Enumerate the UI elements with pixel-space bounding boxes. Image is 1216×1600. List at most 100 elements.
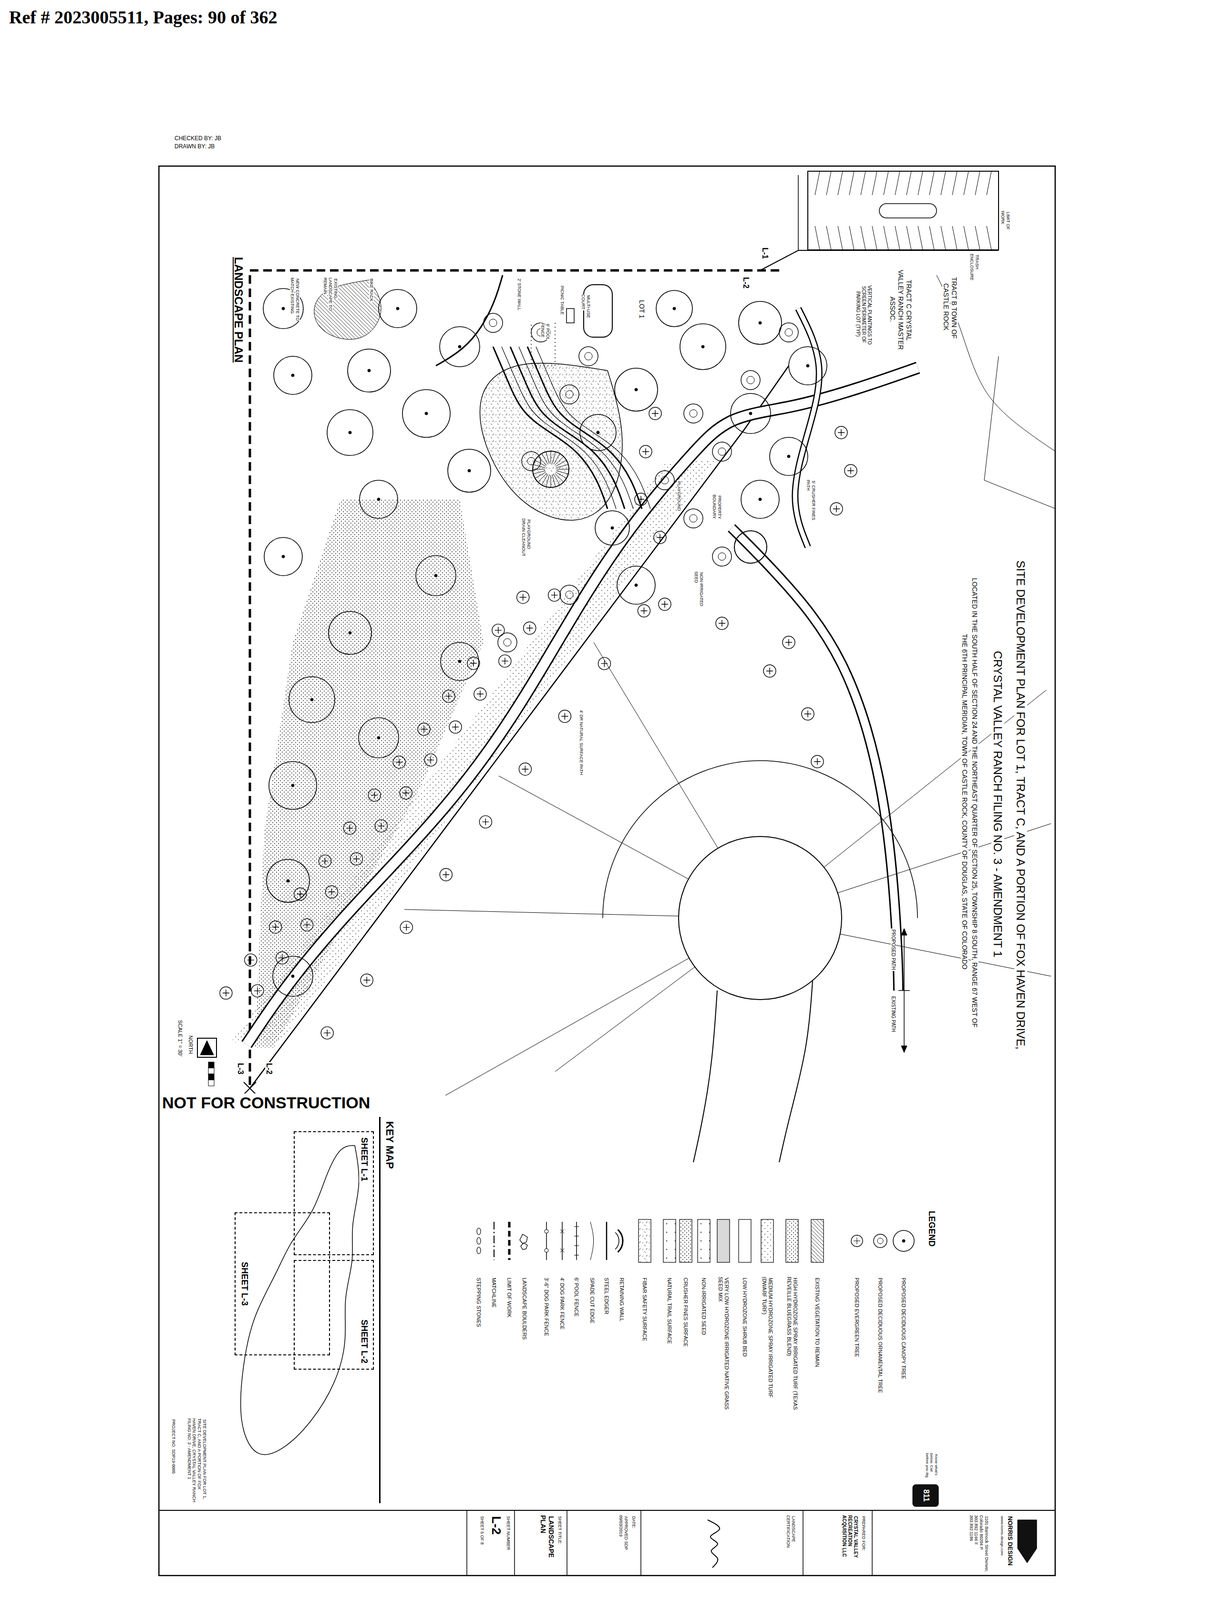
sheet-title: SITE DEVELOPMENT PLAN FOR LOT 1, TRACT C… bbox=[991, 559, 1028, 1050]
evergreen-tree bbox=[439, 868, 453, 881]
legend-row: 6' POOL FENCE bbox=[573, 1276, 580, 1415]
fibar-playground-surface bbox=[479, 362, 622, 520]
canopy-tree bbox=[769, 437, 808, 476]
parking-stall bbox=[952, 171, 958, 196]
tree-trunk bbox=[396, 307, 400, 310]
picnic-table bbox=[566, 308, 575, 323]
canopy-tree bbox=[359, 480, 398, 519]
note-label: SHEET NUMBER bbox=[505, 1514, 511, 1551]
legend-text: PROPOSED DECIDUOUS CANOPY TREE bbox=[901, 1276, 907, 1381]
title-strip-divider bbox=[466, 1510, 468, 1577]
heading-label: L-2 bbox=[489, 1514, 504, 1536]
label-box: PLAYGROUND DRAIN CLEANOUT bbox=[520, 518, 532, 562]
canopy-tree bbox=[579, 414, 617, 451]
evergreen-mark bbox=[254, 987, 261, 995]
label-box: 2' STONE WALL bbox=[516, 277, 522, 312]
ornamental-tree bbox=[531, 322, 551, 342]
evergreen-tree bbox=[782, 636, 795, 649]
evergreen-mark bbox=[561, 712, 568, 720]
natural-path-edge bbox=[246, 367, 918, 1045]
evergreen-tree bbox=[449, 720, 462, 733]
evergreen-tree bbox=[474, 687, 487, 701]
legend-swatch bbox=[761, 1219, 774, 1263]
path-arrowhead bbox=[901, 1045, 907, 1053]
canopy-tree bbox=[595, 510, 630, 546]
evergreen-tree bbox=[392, 755, 406, 769]
legend-text: 6' POOL FENCE bbox=[574, 1276, 580, 1318]
crusher-path-surface bbox=[794, 308, 820, 547]
heading-label: L-2 bbox=[741, 276, 751, 290]
evergreen-mark bbox=[494, 627, 502, 634]
ornamental-tree-core bbox=[565, 390, 574, 399]
tree-trunk bbox=[701, 345, 705, 349]
parking-stall bbox=[860, 171, 866, 196]
canopy-tree bbox=[738, 301, 782, 345]
note-label: SCALE 1" = 30' bbox=[177, 1019, 184, 1058]
ornamental-tree bbox=[741, 370, 761, 390]
evergreen-tree bbox=[360, 973, 373, 987]
ornamental-tree-core bbox=[746, 376, 755, 384]
evergreen-tree bbox=[639, 445, 652, 458]
legend-row: EXISTING VEGETATION TO REMAIN bbox=[814, 1276, 821, 1415]
key-map-panel: KEY MAPSHEET L-1SHEET L-2SHEET L-3 bbox=[230, 1116, 398, 1504]
heading-label: L-1 bbox=[761, 246, 770, 260]
parking-stall bbox=[883, 226, 889, 250]
parking-stall bbox=[837, 171, 843, 196]
lot-line bbox=[555, 966, 695, 1072]
note-label: TRACT C CRYSTAL VALLEY RANCH MASTER ASSO… bbox=[888, 269, 913, 351]
evergreen-mark bbox=[363, 976, 371, 984]
evergreen-mark bbox=[303, 921, 311, 928]
tree-trunk bbox=[806, 364, 810, 368]
evergreen-tree bbox=[811, 755, 824, 768]
stone-wall bbox=[435, 275, 503, 366]
parking-stall bbox=[929, 226, 935, 250]
ornamental-tree bbox=[655, 470, 675, 490]
legend-swatch bbox=[717, 1219, 730, 1263]
ornamental-tree-core bbox=[503, 638, 512, 647]
legend-row: MEDIUM HYDROZONE SPRAY IRRIGATED TURF (D… bbox=[761, 1276, 774, 1415]
evergreen-mark bbox=[521, 765, 529, 773]
legend-sample bbox=[811, 1219, 824, 1263]
legend-text: EXISTING VEGETATION TO REMAIN bbox=[814, 1276, 821, 1368]
tree-trunk bbox=[377, 497, 381, 501]
evergreen-mark bbox=[804, 710, 812, 718]
evergreen-mark bbox=[377, 822, 385, 830]
label-box: 4' DR NATURAL SURFACE PATH bbox=[578, 709, 584, 776]
note-label: SHEET TITLE: bbox=[557, 1514, 563, 1546]
note-label: 2' STONE WALL bbox=[516, 277, 522, 312]
note-label: 5' CRUSHER FINES PATH bbox=[805, 479, 816, 521]
label-box: DRAWN BY: JB bbox=[173, 143, 216, 150]
ornamental-tree bbox=[521, 451, 541, 471]
label-box: SHEET 5 OF 8 bbox=[479, 1514, 485, 1546]
parking-stall bbox=[917, 171, 923, 196]
legend-symbol bbox=[493, 1221, 495, 1260]
scale-bar-segment bbox=[208, 1068, 215, 1075]
label-box: CHECKED BY: JB bbox=[173, 134, 223, 142]
parking-stall bbox=[826, 171, 832, 196]
play-wall bbox=[501, 346, 617, 509]
parking-stall bbox=[963, 171, 969, 196]
legend-swatch bbox=[785, 1219, 799, 1263]
canopy-tree bbox=[656, 290, 693, 327]
tree-trunk bbox=[634, 388, 638, 392]
canopy-tree bbox=[327, 409, 373, 456]
parking-stall bbox=[872, 226, 877, 250]
ornamental-tree bbox=[683, 508, 703, 528]
label-box: NON-IRRIGATED SEED bbox=[693, 571, 704, 619]
note-label: Know what's below. Call before you dig. bbox=[925, 1453, 939, 1480]
evergreen-mark bbox=[637, 495, 645, 503]
tree-trunk bbox=[281, 307, 285, 310]
evergreen-tree bbox=[300, 918, 314, 931]
non-irrigated-seed-area bbox=[230, 459, 718, 1043]
note-label: LOCATED IN THE SOUTH HALF OF SECTION 24 … bbox=[960, 577, 979, 1028]
note-label: PROPOSED PATH bbox=[890, 928, 897, 971]
evergreen-tree bbox=[834, 426, 848, 439]
legend-sample bbox=[717, 1219, 730, 1263]
label-box: EXISTING LANDSCAPE TO REMAIN bbox=[322, 277, 339, 326]
legend-sample bbox=[544, 1221, 549, 1260]
parking-stall bbox=[940, 171, 946, 196]
ornamental-tree bbox=[483, 313, 503, 333]
legend-symbol bbox=[893, 1230, 915, 1252]
parking-island bbox=[879, 203, 937, 218]
evergreen-mark bbox=[445, 692, 453, 700]
